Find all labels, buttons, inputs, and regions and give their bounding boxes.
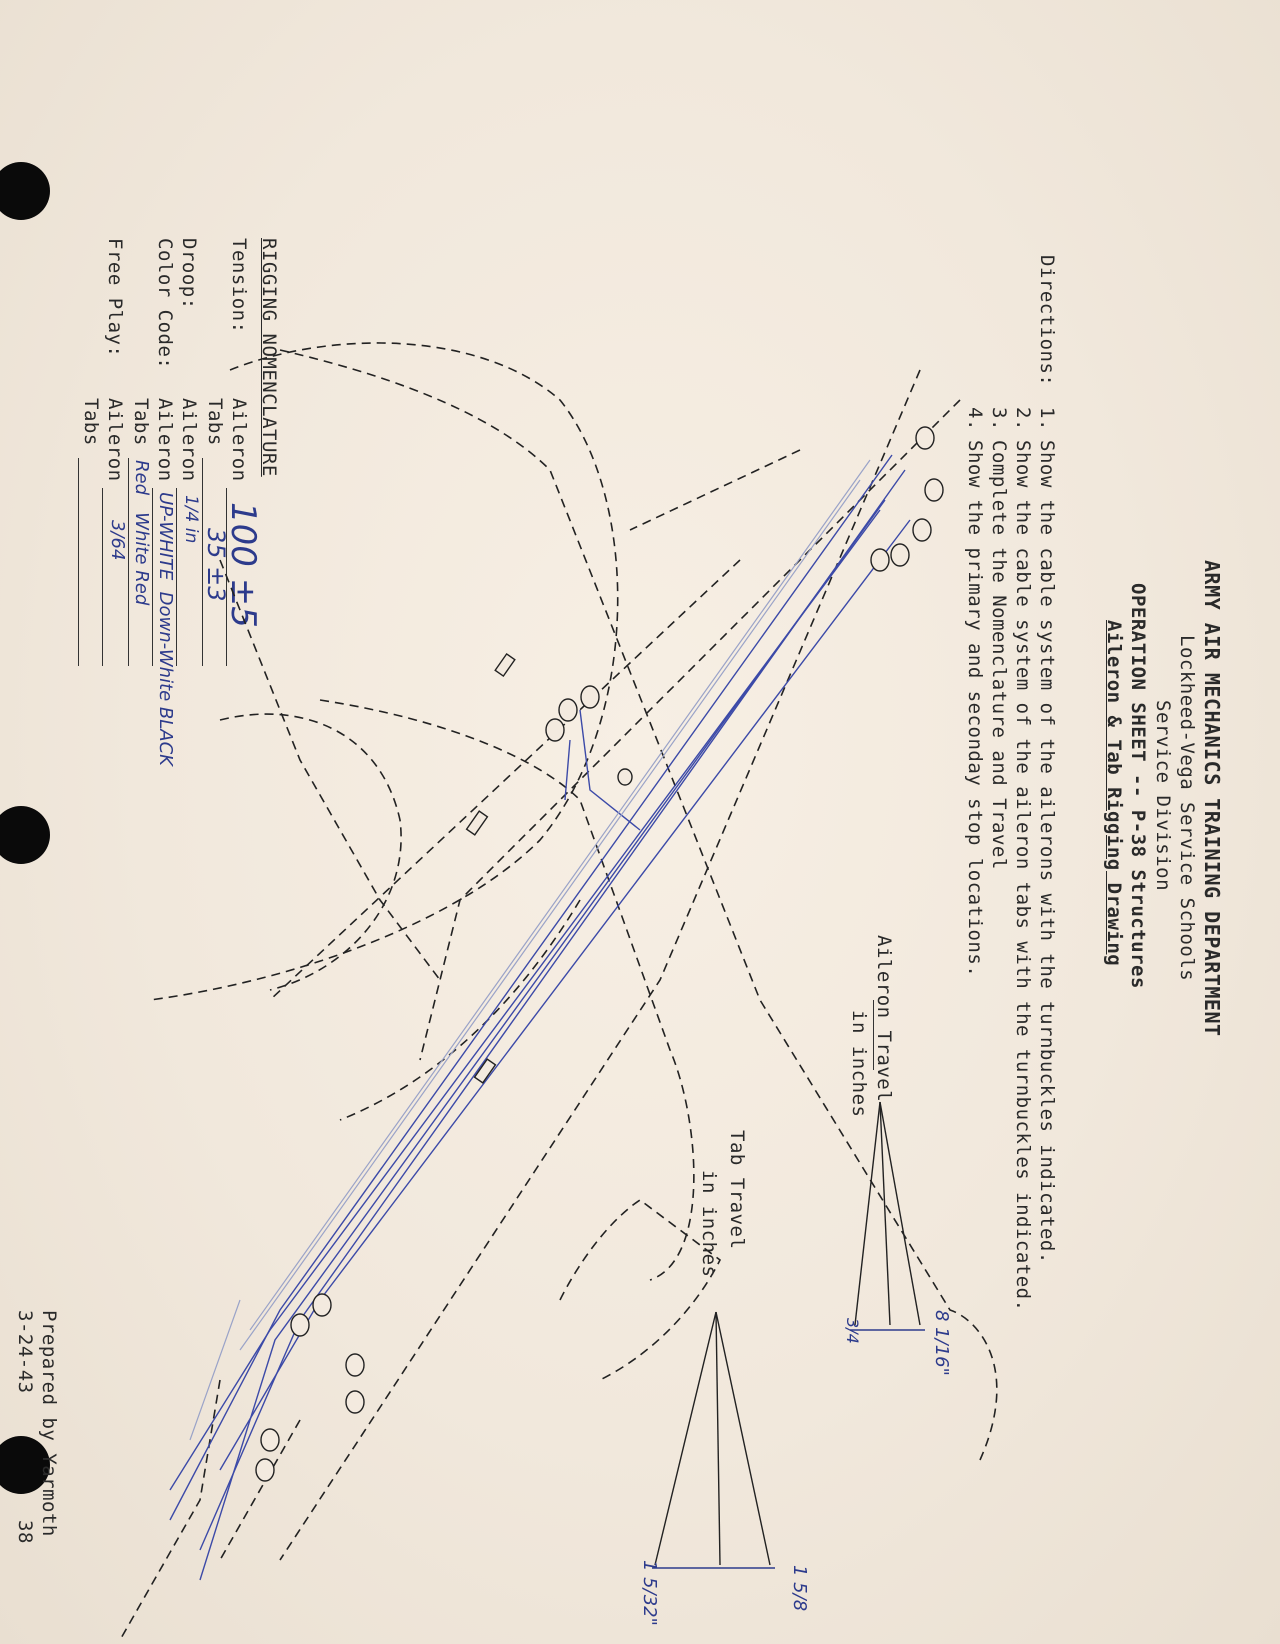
prepared-date: 3-24-43 — [14, 1310, 36, 1394]
turnbuckle-inboard — [494, 652, 516, 678]
pulley-outer-3 — [345, 1353, 365, 1377]
turnbuckle-mid — [465, 810, 489, 836]
aileron-cable-b — [199, 469, 906, 1551]
aileron-travel-line-up — [879, 1101, 921, 1326]
wing-trailing-edge — [269, 559, 741, 1001]
binder-hole-bottom — [0, 1436, 50, 1494]
pulley-quadrant-1 — [915, 426, 935, 450]
wing-outline-upper — [279, 349, 998, 1461]
tab-travel-line-up — [715, 1311, 771, 1566]
pulley-outer-4 — [345, 1390, 365, 1414]
pulley-control-1 — [580, 685, 600, 709]
pencil-guide-2 — [239, 479, 861, 1351]
binder-hole-top — [0, 162, 50, 220]
pulley-control-3 — [545, 718, 565, 742]
aileron-cable-a — [169, 454, 893, 1521]
pencil-guide-1 — [249, 459, 871, 1331]
outer-wing-tip — [559, 1199, 722, 1381]
pulley-outer-1 — [312, 1293, 332, 1317]
aileron-hinge-line — [219, 1419, 301, 1561]
nacelle-outline-near — [149, 342, 619, 1001]
aileron-travel-down-value: 3/4 — [843, 1318, 862, 1344]
control-linkage-2 — [564, 739, 571, 801]
pencil-guide-3 — [189, 1299, 241, 1441]
page-reference: 38 — [14, 1520, 36, 1544]
aileron-travel-units: in inches — [848, 1010, 870, 1118]
tab-travel-title: Tab Travel — [726, 1130, 748, 1250]
fuselage-outline — [219, 559, 441, 981]
aileron-travel-title-underline — [873, 1000, 874, 1070]
aileron-outline — [119, 1379, 221, 1641]
spar-line — [629, 449, 801, 531]
pulley-tip-2 — [260, 1428, 280, 1452]
binder-hole-middle — [0, 806, 50, 864]
pulley-quadrant-4 — [890, 543, 910, 567]
aileron-cable-c — [199, 499, 886, 1581]
pulley-outer-2 — [290, 1313, 310, 1337]
aileron-travel-up-value: 8 1/16" — [931, 1310, 952, 1376]
tab-travel-units: in inches — [698, 1170, 720, 1278]
tab-travel-line-neutral — [715, 1311, 721, 1566]
control-linkage — [579, 709, 641, 831]
tab-travel-down-value: 1 5/32" — [639, 1560, 660, 1626]
tab-cable-a — [219, 519, 911, 1471]
aileron-travel-title: Aileron Travel — [873, 935, 895, 1103]
pulley-quadrant-3 — [912, 518, 932, 542]
tail-boom-lower — [339, 899, 581, 1121]
tab-travel-line-down — [654, 1311, 717, 1566]
pulley-control-2 — [558, 698, 578, 722]
aileron-travel-line-neutral — [879, 1101, 891, 1326]
prepared-by: Prepared by Yarmoth — [38, 1310, 60, 1537]
tail-boom-upper — [319, 699, 695, 1281]
tab-travel-up-value: 1 5/8 — [789, 1565, 810, 1612]
aileron-travel-line-down — [854, 1101, 881, 1326]
pulley-quadrant-5 — [870, 548, 890, 572]
nacelle-outline-far — [219, 713, 402, 991]
turnbuckle-outboard — [473, 1058, 497, 1084]
tab-cable-b — [169, 509, 881, 1491]
pulley-control-4 — [617, 768, 633, 786]
wing-outline-lower — [279, 369, 921, 1561]
pulley-quadrant-2 — [924, 478, 944, 502]
pulley-tip-1 — [255, 1458, 275, 1482]
